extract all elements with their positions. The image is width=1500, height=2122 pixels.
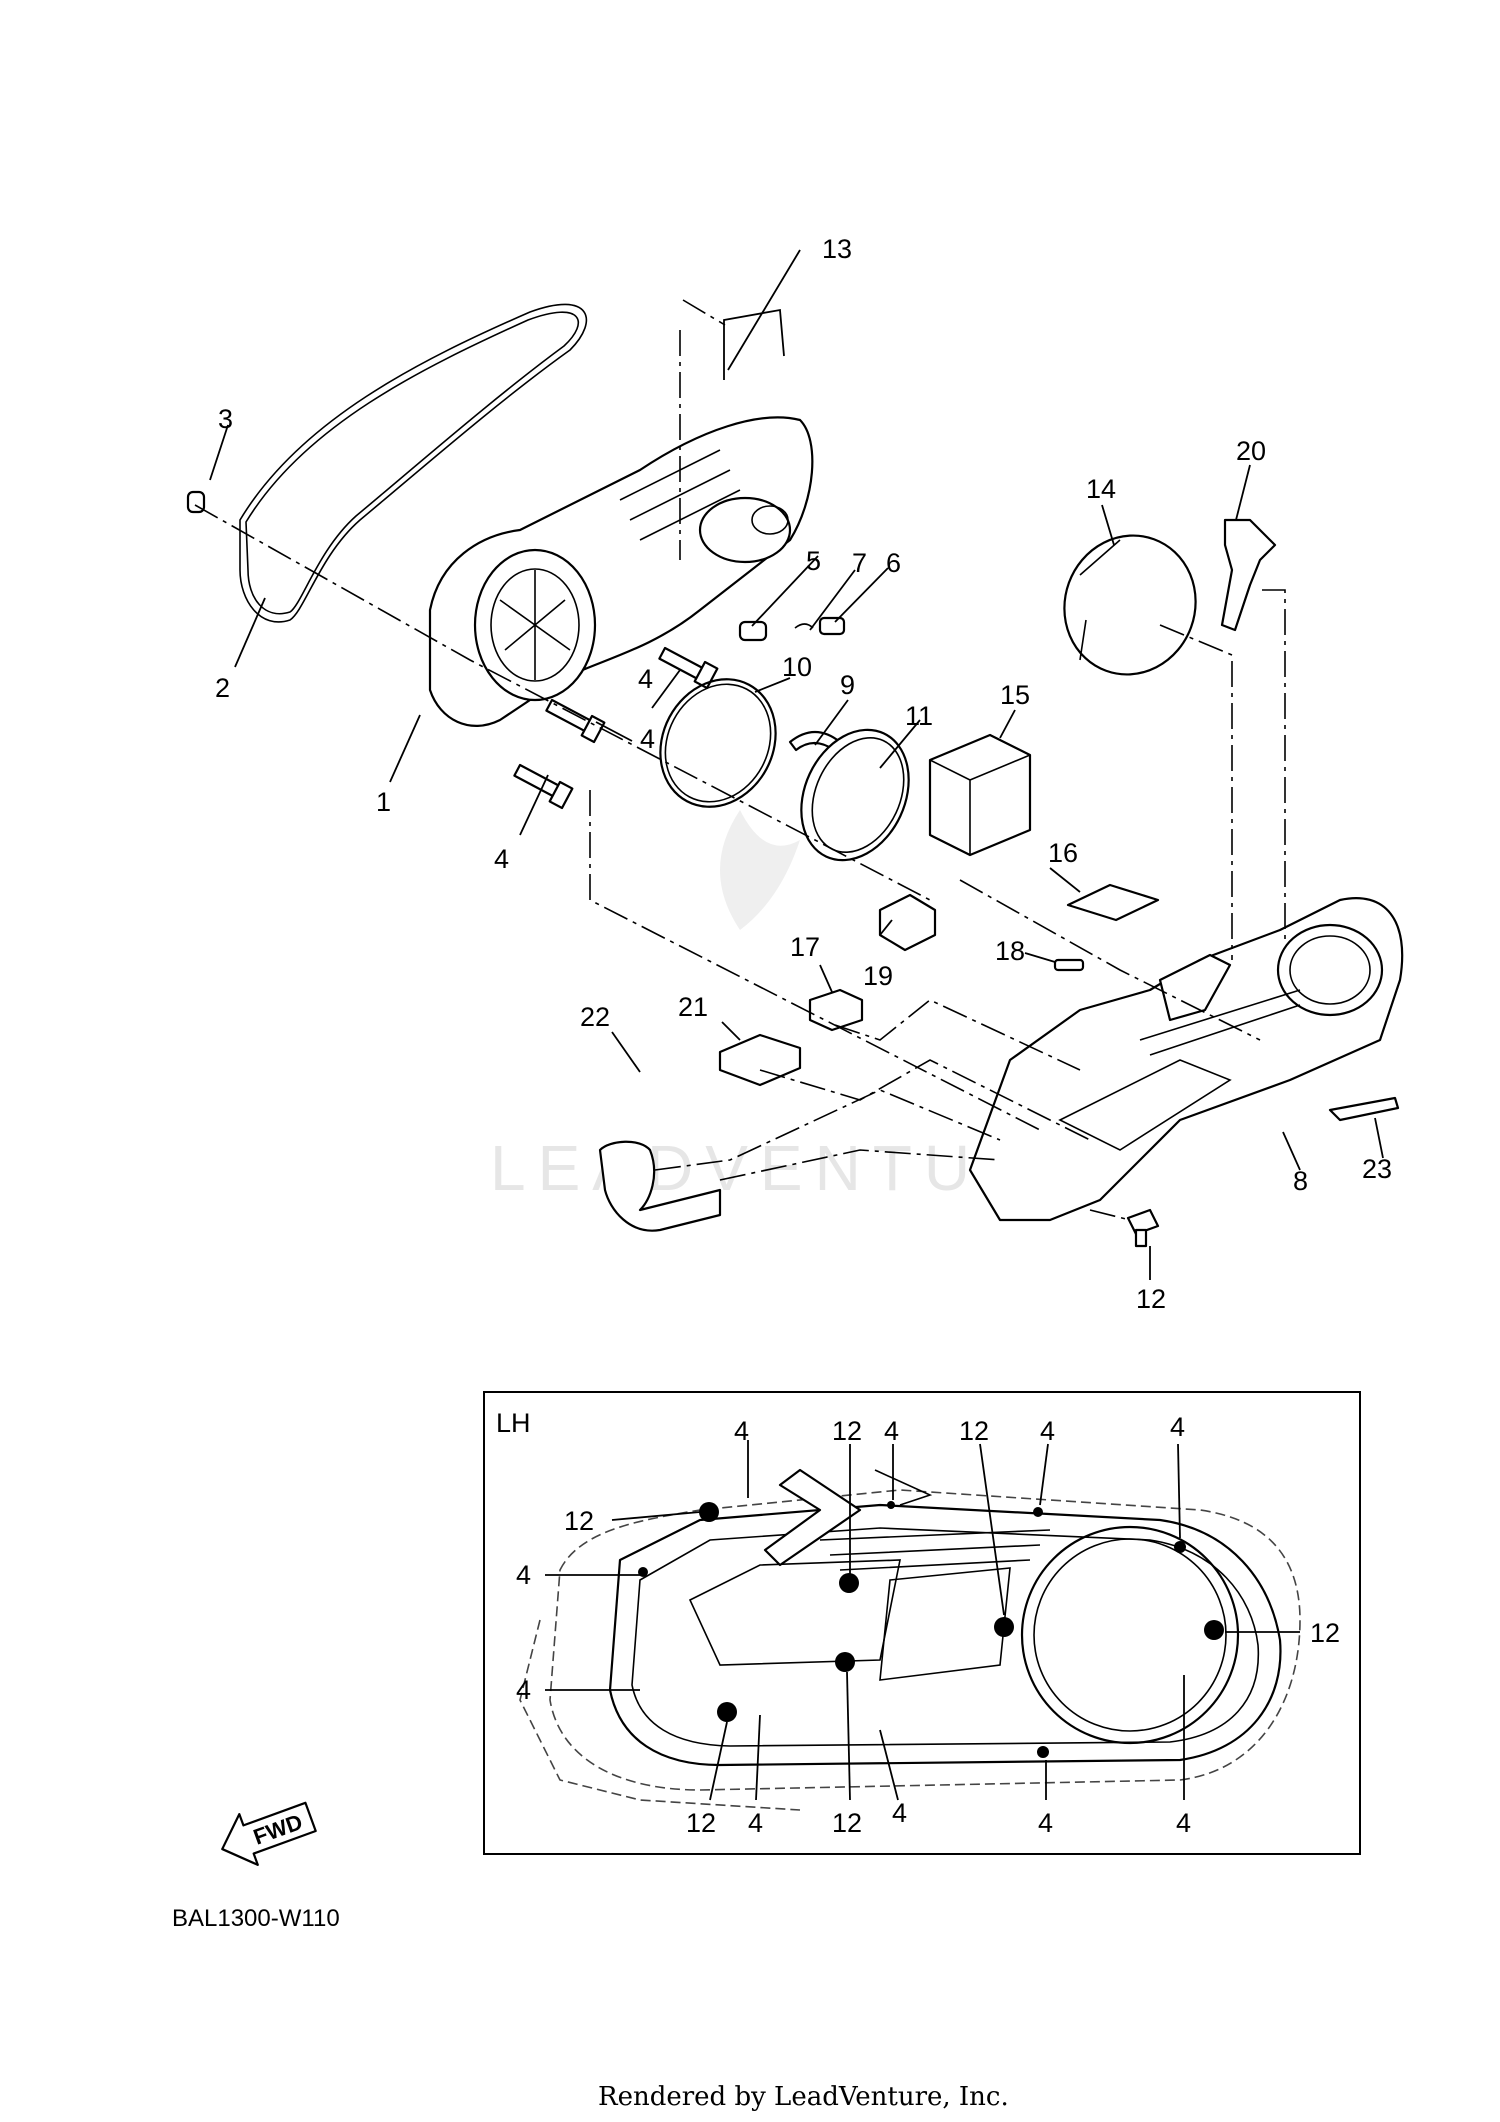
inset-callout-b4b: 4 — [892, 1798, 907, 1828]
fitting-5 — [738, 620, 768, 642]
callout-2: 2 — [215, 673, 230, 703]
inset-callout-l12: 12 — [564, 1506, 594, 1536]
bolt-4c — [513, 763, 574, 810]
bracket-20 — [1220, 518, 1277, 632]
inset-callout-t4c: 4 — [1040, 1416, 1055, 1446]
callout-1: 1 — [376, 787, 391, 817]
inset-callout-b4a: 4 — [748, 1808, 763, 1838]
o-ring — [659, 678, 777, 808]
callout-16: 16 — [1048, 838, 1078, 868]
screw-12 — [1126, 1208, 1160, 1248]
pad-17 — [808, 988, 864, 1032]
callout-22: 22 — [580, 1002, 610, 1032]
footer-text: Rendered by LeadVenture, Inc. — [598, 2082, 1009, 2112]
callout-8: 8 — [1293, 1166, 1308, 1196]
inset-callout-b12a: 12 — [686, 1808, 716, 1838]
callout-21: 21 — [678, 992, 708, 1022]
inset-callout-t12b: 12 — [959, 1416, 989, 1446]
damper-15 — [928, 733, 1032, 857]
pad-21 — [718, 1033, 802, 1087]
callout-9: 9 — [840, 670, 855, 700]
outer-cover — [968, 897, 1404, 1222]
callout-10: 10 — [782, 652, 812, 682]
inset-callout-t12a: 12 — [832, 1416, 862, 1446]
callout-4b: 4 — [640, 724, 655, 754]
callout-18: 18 — [995, 936, 1025, 966]
inset-callout-b4c: 4 — [1038, 1808, 1053, 1838]
guard-22 — [598, 1140, 722, 1232]
inset-callout-l4a: 4 — [516, 1560, 531, 1590]
crankcase-cover — [428, 416, 814, 727]
pad-16 — [1066, 883, 1160, 922]
gasket — [239, 303, 588, 623]
inset-callout-r12: 12 — [1310, 1618, 1340, 1648]
inset-callout-t4d: 4 — [1170, 1412, 1185, 1442]
clip-23 — [1328, 1096, 1400, 1122]
callout-15: 15 — [1000, 680, 1030, 710]
inset-callout-b4d: 4 — [1176, 1808, 1191, 1838]
callout-3: 3 — [218, 404, 233, 434]
callout-14: 14 — [1086, 474, 1116, 504]
callout-4a: 4 — [638, 664, 653, 694]
callout-19: 19 — [863, 961, 893, 991]
callout-20: 20 — [1236, 436, 1266, 466]
callout-11: 11 — [905, 701, 933, 731]
bolt-4b — [545, 698, 606, 744]
callout-5: 5 — [806, 546, 821, 576]
diagram-code: BAL1300-W110 — [172, 1905, 340, 1932]
breather-hose — [723, 308, 785, 380]
clip-7 — [794, 623, 814, 629]
callout-7: 7 — [852, 548, 867, 578]
callout-12: 12 — [1136, 1284, 1166, 1314]
callout-6: 6 — [886, 548, 901, 578]
pad-19 — [878, 893, 937, 952]
callout-17: 17 — [790, 932, 820, 962]
inset-lh: LH — [483, 1391, 1361, 1855]
callout-4c: 4 — [494, 844, 509, 874]
pin-18 — [1053, 958, 1085, 972]
inset-callout-l4b: 4 — [516, 1675, 531, 1705]
filter-element — [1063, 534, 1197, 676]
inset-callout-t4a: 4 — [734, 1416, 749, 1446]
inset-callout-t4b: 4 — [884, 1416, 899, 1446]
inset-callout-b12b: 12 — [832, 1808, 862, 1838]
plug-6 — [818, 616, 846, 636]
callout-23: 23 — [1362, 1154, 1392, 1184]
fwd-arrow-icon: FWD — [221, 1801, 317, 1866]
inset-title: LH — [496, 1408, 531, 1438]
callout-13: 13 — [822, 234, 852, 264]
